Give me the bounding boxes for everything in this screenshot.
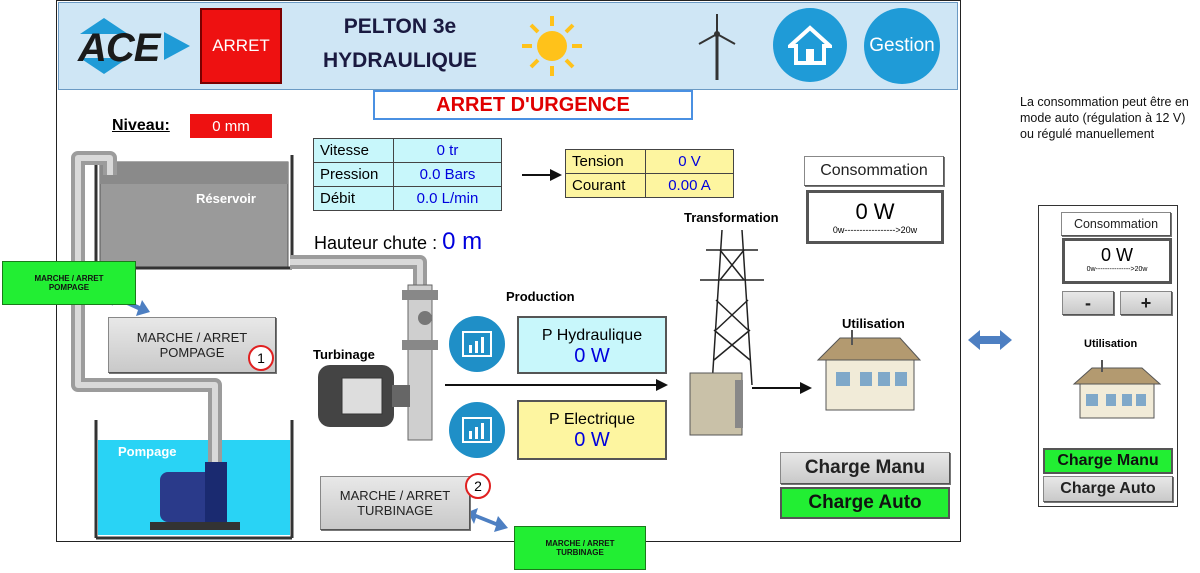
emergency-banner[interactable]: ARRET D'URGENCE xyxy=(373,90,693,120)
arret-button[interactable]: ARRET xyxy=(200,8,282,84)
side-consommation-scale: 0w--------------->20w xyxy=(1086,266,1148,273)
emergency-text: ARRET D'URGENCE xyxy=(436,93,630,116)
electric-label: Courant xyxy=(565,173,646,198)
electric-table: Tension 0 V Courant 0.00 A xyxy=(565,149,734,198)
consommation-label: Consommation xyxy=(804,156,944,186)
minus-button[interactable]: - xyxy=(1062,291,1114,315)
consommation-scale: 0w----------------->20w xyxy=(832,225,918,235)
side-charge-auto-button[interactable]: Charge Auto xyxy=(1043,476,1173,502)
electric-value: 0 V xyxy=(645,149,734,174)
p-hydraulique-label: P Hydraulique xyxy=(541,327,643,344)
title-line-1: PELTON 3e xyxy=(343,15,457,38)
hauteur-label: Hauteur chute : xyxy=(314,233,438,253)
gestion-label: Gestion xyxy=(869,35,935,56)
home-button[interactable] xyxy=(773,8,847,82)
marche-turbinage-button[interactable]: MARCHE / ARRET TURBINAGE xyxy=(320,476,470,530)
measure-label: Débit xyxy=(313,186,394,211)
p-hydraulique-icon xyxy=(449,316,505,372)
electric-value: 0.00 A xyxy=(645,173,734,198)
hauteur-chute: Hauteur chute : 0 m xyxy=(314,228,482,256)
transformation-label: Transformation xyxy=(684,210,779,225)
button-line: POMPAGE xyxy=(48,283,90,292)
table-row: Courant 0.00 A xyxy=(565,173,734,198)
sun-icon xyxy=(520,14,584,78)
marche-turbinage-green-button[interactable]: MARCHE / ARRET TURBINAGE xyxy=(514,526,646,570)
consommation-display: 0 W 0w----------------->20w xyxy=(806,190,944,244)
marche-pompage-green-button[interactable]: MARCHE / ARRET POMPAGE xyxy=(2,261,136,305)
measure-label: Vitesse xyxy=(313,138,394,163)
side-note: La consommation peut être en mode auto (… xyxy=(1020,95,1189,141)
hauteur-value: 0 m xyxy=(442,228,483,255)
turbinage-label: Turbinage xyxy=(313,347,375,362)
home-icon xyxy=(788,25,832,65)
arret-label: ARRET xyxy=(212,36,270,55)
utilisation-label: Utilisation xyxy=(842,316,905,331)
measure-value: 0.0 Bars xyxy=(393,162,502,187)
marche-pompage-button[interactable]: MARCHE / ARRET POMPAGE xyxy=(108,317,276,373)
measure-label: Pression xyxy=(313,162,394,187)
table-row: Débit 0.0 L/min xyxy=(313,186,502,211)
gestion-button[interactable]: Gestion xyxy=(864,8,940,84)
reservoir-label: Réservoir xyxy=(196,191,256,206)
electric-label: Tension xyxy=(565,149,646,174)
button-line: MARCHE / ARRET xyxy=(339,488,451,503)
wind-turbine-icon xyxy=(695,12,739,82)
measures-table: Vitesse 0 tr Pression 0.0 Bars Débit 0.0… xyxy=(313,138,502,211)
side-consommation-display: 0 W 0w--------------->20w xyxy=(1062,238,1172,284)
niveau-label: Niveau: xyxy=(112,117,170,134)
pompage-label: Pompage xyxy=(118,444,177,459)
button-line: TURBINAGE xyxy=(357,503,433,518)
side-consommation-value: 0 W xyxy=(1100,245,1133,265)
side-house-icon xyxy=(1072,360,1162,419)
table-row: Pression 0.0 Bars xyxy=(313,162,502,187)
table-row: Tension 0 V xyxy=(565,149,734,174)
niveau-value: 0 mm xyxy=(190,114,272,138)
consommation-value: 0 W xyxy=(855,199,895,224)
side-utilisation-label: Utilisation xyxy=(1084,338,1138,350)
page-title: PELTON 3e HYDRAULIQUE xyxy=(300,10,500,78)
p-electrique-label: P Electrique xyxy=(549,411,635,428)
charge-manu-button[interactable]: Charge Manu xyxy=(780,452,950,484)
table-row: Vitesse 0 tr xyxy=(313,138,502,163)
button-line: MARCHE / ARRET xyxy=(545,539,615,548)
plus-button[interactable]: + xyxy=(1120,291,1172,315)
callout-1: 1 xyxy=(248,345,274,371)
button-line: MARCHE / ARRET xyxy=(34,274,104,283)
ace-logo-text: ACE xyxy=(78,26,160,70)
button-line: MARCHE / ARRET xyxy=(136,330,248,345)
p-electrique-value: 0 W xyxy=(574,429,610,451)
measure-value: 0 tr xyxy=(393,138,502,163)
button-line: POMPAGE xyxy=(159,345,225,360)
measure-value: 0.0 L/min xyxy=(393,186,502,211)
side-consommation-label: Consommation xyxy=(1061,212,1171,236)
p-electrique-icon xyxy=(449,402,505,458)
p-hydraulique-value: 0 W xyxy=(574,345,610,367)
p-hydraulique-box: P Hydraulique 0 W xyxy=(517,316,667,374)
button-line: TURBINAGE xyxy=(556,548,604,557)
ace-logo: ACE xyxy=(64,14,192,78)
p-electrique-box: P Electrique 0 W xyxy=(517,400,667,460)
callout-2: 2 xyxy=(465,473,491,499)
production-label: Production xyxy=(506,289,575,304)
side-charge-manu-button[interactable]: Charge Manu xyxy=(1043,448,1173,474)
charge-auto-button[interactable]: Charge Auto xyxy=(780,487,950,519)
title-line-2: HYDRAULIQUE xyxy=(322,49,477,72)
